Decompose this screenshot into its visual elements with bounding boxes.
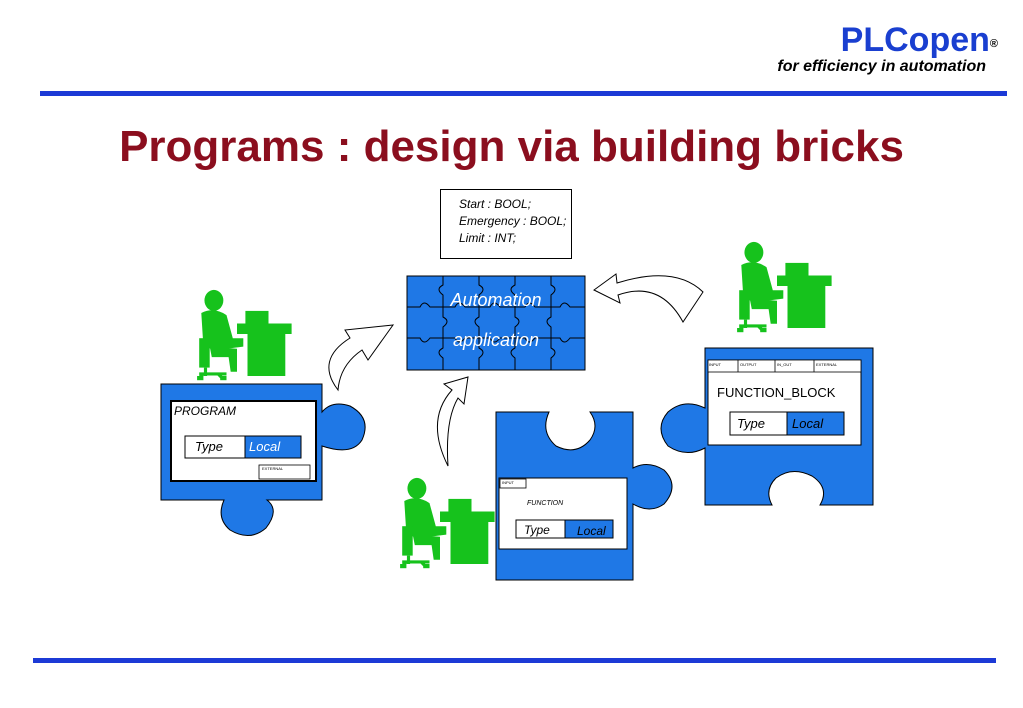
logo-name: PLCopen — [840, 21, 990, 59]
function-block-label: FUNCTION_BLOCK — [717, 385, 836, 400]
arrow-bottom — [437, 376, 469, 467]
variable-declaration-box: Start : BOOL; Emergency : BOOL; Limit : … — [440, 189, 572, 259]
program-type: Type — [195, 439, 223, 454]
program-external-header: EXTERNAL — [262, 466, 284, 471]
declaration-line: Limit : INT; — [459, 231, 517, 245]
function-piece — [495, 411, 673, 581]
declaration-line: Start : BOOL; — [459, 197, 532, 211]
function-block-piece — [660, 347, 874, 506]
program-local: Local — [249, 439, 281, 454]
fb-header-input: INPUT — [709, 362, 721, 367]
arrows — [328, 273, 704, 467]
arrow-right — [593, 273, 704, 323]
program-label: PROGRAM — [174, 404, 237, 418]
function-local: Local — [577, 524, 606, 538]
person-at-desk-icon — [398, 476, 497, 570]
function-block-type: Type — [737, 416, 765, 431]
application-label: application — [452, 330, 540, 350]
fb-header-output: OUTPUT — [740, 362, 757, 367]
header-rule — [40, 91, 1007, 96]
function-input-header: INPUT — [502, 480, 514, 485]
plcopen-logo: PLCopen® for efficiency in automation — [777, 22, 998, 76]
footer-rule — [33, 658, 996, 663]
function-type: Type — [524, 523, 550, 537]
slide-title: Programs : design via building bricks — [119, 122, 904, 171]
fb-header-in-out: IN_OUT — [777, 362, 792, 367]
registered-mark: ® — [989, 38, 998, 50]
automation-label: Automation — [450, 290, 542, 310]
function-label: FUNCTION — [527, 500, 564, 507]
automation-puzzle — [406, 275, 586, 371]
program-piece — [160, 383, 366, 536]
declaration-line: Emergency : BOOL; — [459, 214, 567, 228]
fb-header-external: EXTERNAL — [816, 362, 838, 367]
person-at-desk-icon — [735, 240, 834, 334]
arrow-left — [328, 324, 395, 392]
function-block-local: Local — [792, 416, 824, 431]
logo-tagline: for efficiency in automation — [777, 58, 986, 75]
person-at-desk-icon — [195, 288, 294, 382]
